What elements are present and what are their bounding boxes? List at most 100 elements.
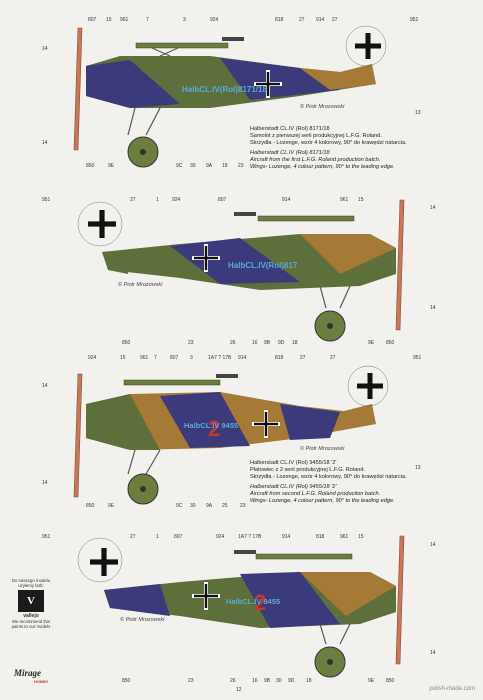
paint-callout-number: 807 bbox=[174, 534, 183, 540]
mirage-logo-sub: HOBBY bbox=[34, 679, 49, 684]
paint-callout-number: 23 bbox=[240, 503, 246, 509]
paint-callout-number: 23 bbox=[188, 340, 194, 346]
paint-callout-number: 9D bbox=[288, 678, 295, 684]
paint-callout-number: 18 bbox=[222, 163, 228, 169]
caption-line: Skrzydła - Lozenge, wzór 4 kolorowy, 90°… bbox=[250, 140, 407, 146]
paint-callout-number: 23 bbox=[188, 678, 194, 684]
paint-callout-number: 13 bbox=[415, 465, 421, 471]
iron-cross-fuselage bbox=[192, 244, 220, 272]
paint-callout-number: 951 bbox=[42, 197, 51, 203]
watermark-site: polish-made.com bbox=[429, 686, 475, 692]
paint-callout-number: 14 bbox=[42, 140, 48, 146]
paint-callout-number: 18 bbox=[306, 678, 312, 684]
large-number-marking: 2 bbox=[208, 416, 220, 441]
paint-callout-number: 25 bbox=[222, 503, 228, 509]
paint-callout-number: 15 bbox=[106, 17, 112, 23]
paint-callout-number: 850 bbox=[122, 678, 131, 684]
upper-wing bbox=[123, 379, 221, 386]
paint-callout-number: 14 bbox=[430, 542, 436, 548]
iron-cross-wing bbox=[355, 33, 381, 59]
paint-callout-number: 961 bbox=[340, 197, 349, 203]
paint-callout-number: 9B bbox=[264, 678, 271, 684]
caption-title-en: Halberstadt CL.IV (Rol) 9455/18 '2' bbox=[250, 484, 337, 490]
paint-callout-number: 924 bbox=[216, 534, 225, 540]
paint-callout-number: 9A bbox=[206, 503, 213, 509]
paint-callout-number: 914 bbox=[238, 355, 247, 361]
serial-text: HalbCL.IV(Rol)8171/18 bbox=[182, 85, 267, 94]
paint-callout-number: 818 bbox=[275, 355, 284, 361]
paint-callout-number: 850 bbox=[386, 678, 395, 684]
paint-callout-number: 818 bbox=[275, 17, 284, 23]
paint-callout-number: 27 bbox=[330, 355, 336, 361]
paint-callout-number: 850 bbox=[386, 340, 395, 346]
caption-title-pl: Halberstadt CL.IV (Rol) 9455/18 '2' bbox=[250, 460, 337, 466]
large-number-marking: 2 bbox=[254, 590, 266, 615]
paint-callout-number: 850 bbox=[86, 503, 95, 509]
paint-callout-number: 26 bbox=[230, 678, 236, 684]
paint-callout-number: 14 bbox=[42, 383, 48, 389]
tail-fin bbox=[340, 64, 376, 84]
paint-callout-number: 23 bbox=[238, 163, 244, 169]
paint-callout-number: 9A bbox=[206, 163, 213, 169]
paint-callout-number: 14 bbox=[42, 46, 48, 52]
paint-callout-number: 30 bbox=[190, 163, 196, 169]
paint-callout-number: 30 bbox=[276, 678, 282, 684]
machine-gun bbox=[234, 212, 256, 216]
paint-callout-number: 914 bbox=[316, 17, 325, 23]
aircraft-profile-4: 2 HalbCL.IV 9455 bbox=[77, 535, 405, 678]
paint-callout-number: 27 bbox=[332, 17, 338, 23]
paint-callout-number: 914 bbox=[282, 197, 291, 203]
caption-line: Skrzydła - Lozenge, wzór 4 kolorowy, 90°… bbox=[250, 474, 407, 480]
paint-callout-number: 27 bbox=[299, 17, 305, 23]
paint-callout-number: 15 bbox=[358, 534, 364, 540]
paint-callout-number: 26 bbox=[230, 340, 236, 346]
paint-callout-number: 951 bbox=[413, 355, 422, 361]
paint-callout-number: 14 bbox=[430, 305, 436, 311]
caption-line: Samolot z pierwszej serii produkcyjnej L… bbox=[250, 133, 382, 139]
aircraft-profile-2: HalbCL.IV(Rol)817 bbox=[77, 199, 405, 342]
paint-callout-number: 27 bbox=[130, 197, 136, 203]
iron-cross-fuselage bbox=[252, 410, 280, 438]
paint-callout-number: 27 bbox=[130, 534, 136, 540]
iron-cross-fuselage bbox=[254, 70, 282, 98]
caption-title-en: Halberstadt CL.IV (Rol) 8171/18 bbox=[250, 150, 330, 156]
serial-text: HalbCL.IV 9455 bbox=[226, 597, 280, 606]
paint-callout-number: 9C bbox=[176, 163, 183, 169]
paint-callout-number: 13 bbox=[415, 110, 421, 116]
tail-fin bbox=[340, 404, 376, 426]
caption-line: Wings- Lozenge, 4 colour pattern, 90° to… bbox=[250, 164, 395, 170]
machine-gun bbox=[222, 37, 244, 41]
upper-wing bbox=[255, 553, 353, 560]
paint-callout-number: 9E bbox=[108, 503, 115, 509]
caption-line: Wings- Lozenge, 4 colour pattern, 90° to… bbox=[250, 498, 395, 504]
paint-callout-number: 9B bbox=[264, 340, 271, 346]
paint-callout-number: 3 bbox=[183, 17, 186, 23]
paint-callout-number: 7 bbox=[154, 355, 157, 361]
caption-line: Aircraft from the first L.F.G. Roland pr… bbox=[250, 157, 381, 163]
upper-wing bbox=[135, 42, 229, 49]
paint-callout-number: 9E bbox=[368, 678, 375, 684]
paint-callout-number: 9E bbox=[108, 163, 115, 169]
artist-credit: © Piotr Mrozowski bbox=[118, 282, 163, 288]
aircraft-profile-3: 2 HalbCL.IV 9455 bbox=[73, 365, 389, 505]
iron-cross-wing bbox=[88, 210, 116, 238]
paint-callout-number: 15 bbox=[358, 197, 364, 203]
paint-callout-number: 9C bbox=[176, 503, 183, 509]
vallejo-text-pl: Do naszego modelu użyłemy farb: bbox=[11, 578, 51, 588]
paint-callout-number: 924 bbox=[210, 17, 219, 23]
caption-profile-1: Halberstadt CL.IV (Rol) 8171/18 Samolot … bbox=[250, 126, 470, 171]
paint-callout-number: 924 bbox=[172, 197, 181, 203]
serial-text: HalbCL.IV 9455 bbox=[184, 421, 238, 430]
iron-cross-fuselage bbox=[192, 582, 220, 610]
paint-callout-number: 924 bbox=[88, 355, 97, 361]
paint-callout-number: 1 bbox=[156, 197, 159, 203]
paint-callout-number: 27 bbox=[300, 355, 306, 361]
propeller bbox=[73, 27, 83, 151]
paint-callout-number: 951 bbox=[410, 17, 419, 23]
paint-callout-number: 961 bbox=[120, 17, 129, 23]
artist-credit: © Piotr Mrozowski bbox=[300, 104, 345, 110]
caption-line: Aircraft from second L.F.G. Roland produ… bbox=[250, 491, 381, 497]
iron-cross-wing bbox=[90, 548, 118, 576]
paint-callout-number: 951 bbox=[42, 534, 51, 540]
